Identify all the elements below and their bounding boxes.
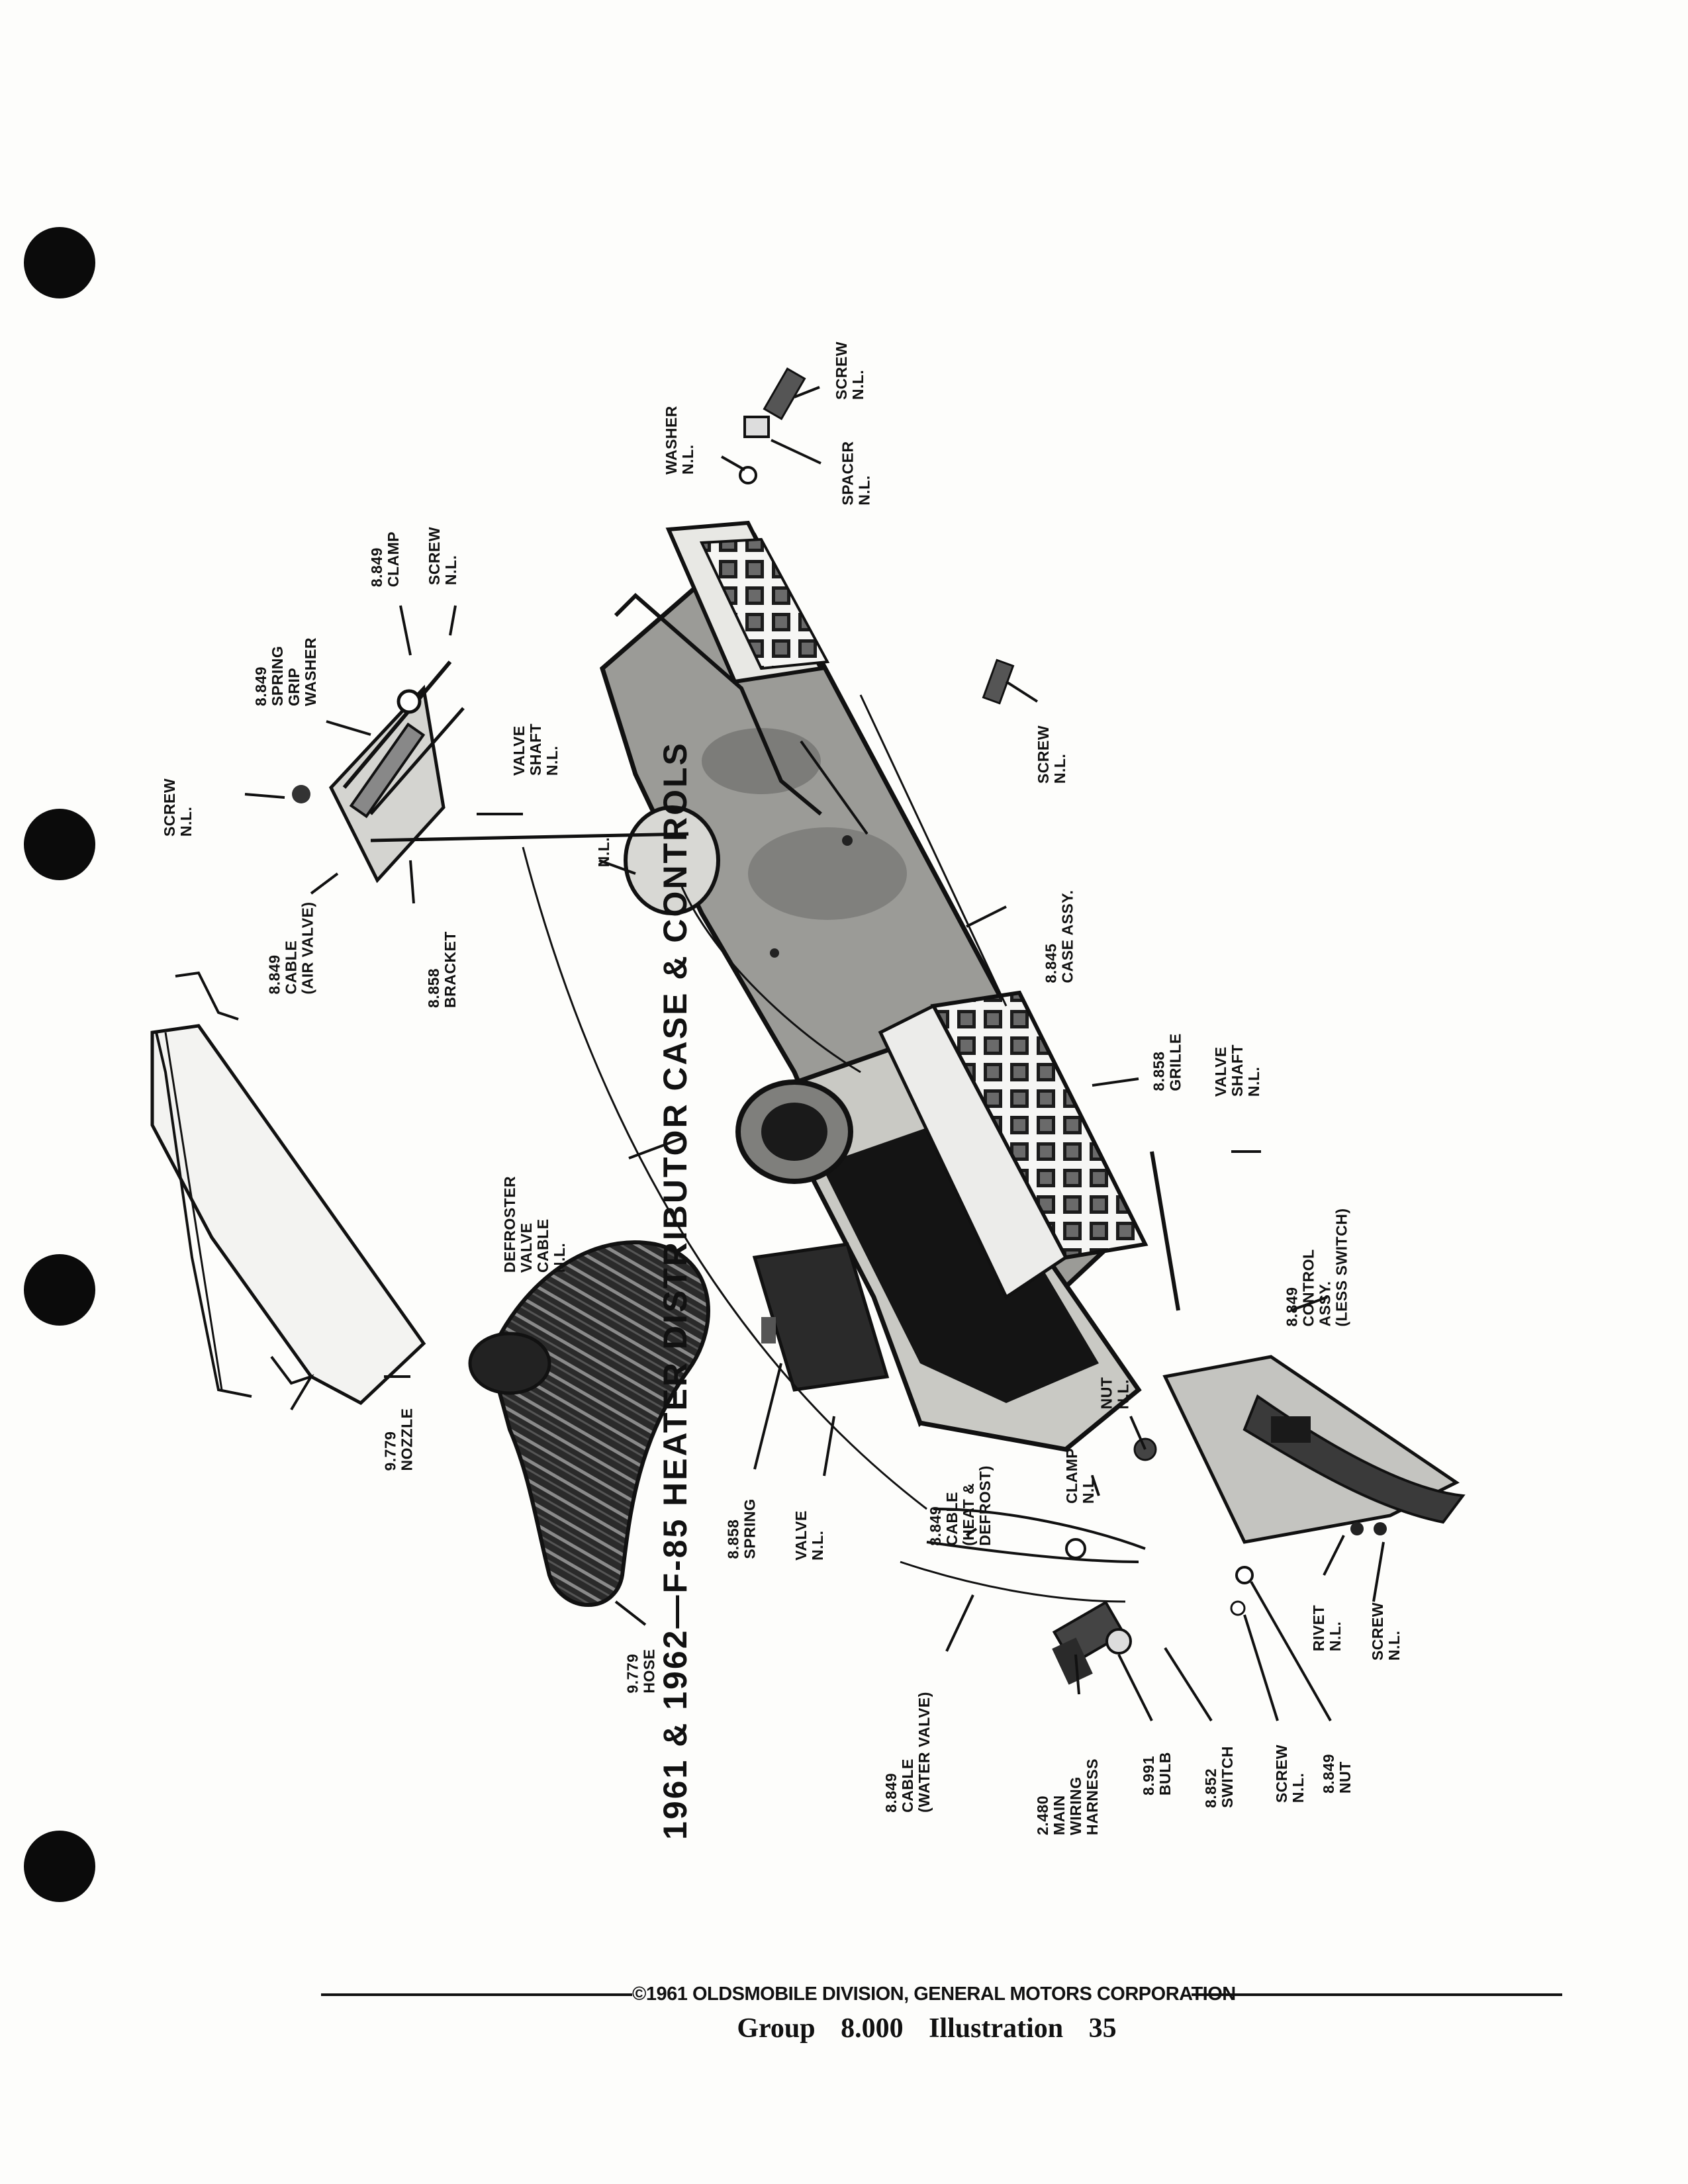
label-spring-grip-washer: 8.849 SPRING GRIP WASHER [252, 637, 319, 706]
label-case-assy: 8.845 CASE ASSY. [1042, 889, 1076, 983]
label-nut-8849: 8.849 NUT [1320, 1753, 1354, 1794]
binder-hole-3 [24, 1254, 95, 1326]
air-valve-bracket [292, 660, 465, 884]
label-nut-nl: NUT N.L. [1098, 1377, 1132, 1410]
footer-rule-right [1192, 1993, 1562, 1996]
label-valve-shaft-lower: VALVE SHAFT N.L. [1212, 1044, 1263, 1097]
label-main-wiring-harness: 2.480 MAIN WIRING HARNESS [1033, 1758, 1101, 1835]
control-cables [370, 832, 1180, 1603]
label-spring-8858: 8.858 SPRING [724, 1498, 759, 1559]
top-hardware [739, 367, 1015, 705]
illustration-label: Illustration [929, 2013, 1064, 2044]
label-cable-heat-defrost: 8.849 CABLE (HEAT & DEFROST) [926, 1465, 994, 1546]
label-valve-shaft-upper: VALVE SHAFT N.L. [510, 723, 561, 776]
label-screw-clamp: SCREW N.L. [426, 526, 460, 586]
label-defroster-cable: DEFROSTER VALVE CABLE N.L. [501, 1175, 569, 1273]
control-assembly [1133, 1355, 1466, 1544]
label-washer-top: WASHER N.L. [662, 406, 696, 475]
binder-hole-2 [24, 809, 95, 880]
illustration-number: 35 [1088, 2013, 1117, 2044]
label-cable-water-valve: 8.849 CABLE (WATER VALVE) [882, 1692, 933, 1813]
label-bracket-8858: 8.858 BRACKET [424, 931, 459, 1008]
label-cable-air-valve: 8.849 CABLE (AIR VALVE) [265, 901, 316, 995]
group-illustration-line: Group 8.000 Illustration 35 [662, 2012, 1192, 2045]
water-valve [752, 1242, 890, 1392]
label-grille: 8.858 GRILLE [1150, 1033, 1184, 1091]
switch-and-fasteners [1052, 1522, 1387, 1685]
label-nl-small: N.L. [595, 837, 613, 868]
nozzle [150, 971, 426, 1411]
leader-lines [244, 386, 1385, 1722]
footer-rule-left [321, 1993, 632, 1996]
label-nozzle: 9.779 NOZZLE [381, 1408, 416, 1471]
label-screw-case: SCREW N.L. [1035, 725, 1069, 784]
label-valve-nl: VALVE N.L. [792, 1510, 826, 1561]
label-screw-control: SCREW N.L. [1369, 1602, 1403, 1661]
group-label: Group [737, 2013, 816, 2044]
flex-hose [468, 1240, 710, 1607]
page-title: 1961 & 1962—F-85 HEATER DISTRIBUTOR CASE… [657, 741, 694, 1840]
binder-hole-1 [24, 227, 95, 298]
label-switch: 8.852 SWITCH [1201, 1746, 1236, 1808]
label-spacer-top: SPACER N.L. [839, 441, 873, 506]
label-bulb: 8.991 BULB [1139, 1752, 1174, 1796]
label-clamp-8849: 8.849 CLAMP [368, 531, 402, 588]
label-screw-bracket: SCREW N.L. [161, 778, 195, 837]
group-number: 8.000 [841, 2013, 904, 2044]
label-rivet: RIVET N.L. [1310, 1604, 1344, 1652]
binder-hole-4 [24, 1831, 95, 1902]
label-clamp-nl: CLAMP N.L. [1063, 1447, 1098, 1504]
label-screw-top-right: SCREW N.L. [833, 341, 867, 400]
label-control-assy: 8.849 CONTROL ASSY. (LESS SWITCH) [1283, 1208, 1350, 1327]
copyright-line: ©1961 OLDSMOBILE DIVISION, GENERAL MOTOR… [632, 1983, 1236, 2005]
heater-case [599, 520, 1149, 1452]
label-screw-switch: SCREW N.L. [1273, 1744, 1307, 1803]
